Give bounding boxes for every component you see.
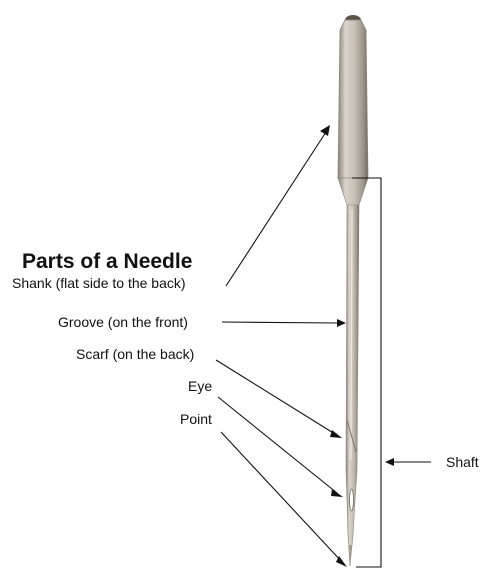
label-shank: Shank (flat side to the back): [12, 275, 186, 291]
groove-arrowhead: [337, 319, 346, 327]
eye-leader-line: [218, 397, 337, 493]
shaft-arrowhead: [385, 458, 394, 466]
needle-eye: [350, 489, 354, 511]
label-scarf: Scarf (on the back): [76, 346, 194, 362]
needle-shank: [338, 20, 368, 178]
label-point: Point: [180, 411, 212, 427]
shank-leader-line: [226, 132, 326, 286]
needle-illustration: [338, 15, 368, 566]
leader-lines: [216, 125, 431, 567]
needle-taper: [338, 178, 368, 205]
label-shaft: Shaft: [446, 454, 479, 470]
eye-arrowhead: [331, 489, 343, 497]
scarf-arrowhead: [330, 430, 342, 438]
point-leader-line: [221, 432, 342, 562]
scarf-leader-line: [216, 360, 335, 434]
groove-leader-line: [222, 322, 338, 323]
diagram-title: Parts of a Needle: [22, 250, 192, 274]
label-eye: Eye: [188, 378, 212, 394]
label-groove: Groove (on the front): [58, 314, 188, 330]
needle-shaft: [346, 205, 359, 566]
